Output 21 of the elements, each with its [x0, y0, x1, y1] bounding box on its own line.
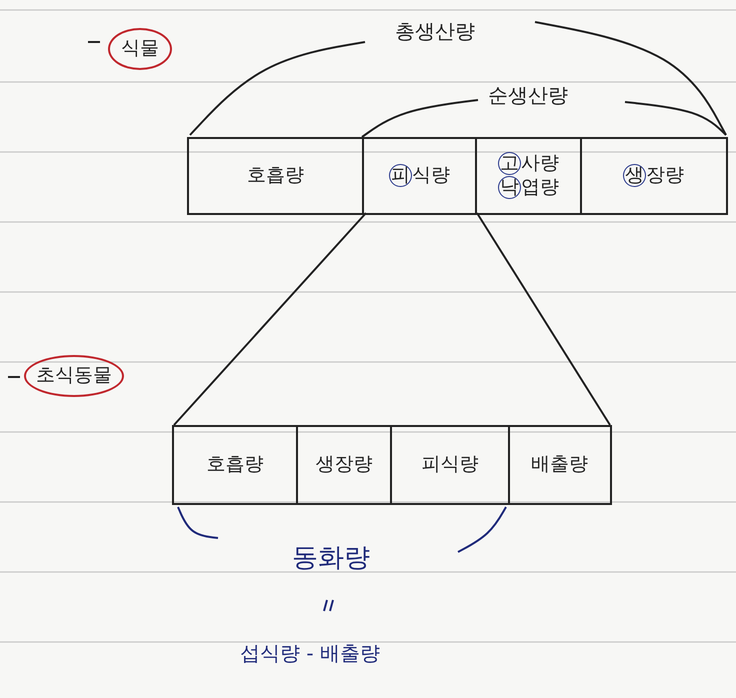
cell-label: 피식량 — [422, 453, 478, 477]
heading-text: 초식동물 — [36, 364, 112, 388]
projection-line — [173, 212, 367, 426]
bracket-label: 총생산량 — [395, 18, 475, 45]
projection-line — [476, 212, 611, 426]
cell-label: 호흡량 — [247, 164, 304, 188]
bracket-label: 순생산량 — [488, 82, 568, 109]
cell-label: 생장량 — [623, 164, 684, 188]
energy-bar — [187, 137, 728, 215]
circled-heading — [24, 355, 124, 397]
cell-label: 생장량 — [316, 453, 372, 477]
cell-label: 호흡량 — [206, 453, 264, 477]
energy-bar — [172, 425, 612, 505]
cell-label: 피식량 — [389, 164, 450, 188]
cell-label: 배출량 — [531, 453, 588, 477]
cell-label: 고사량 — [498, 152, 559, 176]
equation-text: 섭식량 - 배출량 — [240, 640, 380, 667]
circled-heading — [108, 28, 172, 70]
cell-label: 낙엽량 — [498, 176, 559, 200]
heading-text: 식물 — [121, 37, 159, 61]
bracket-label: 동화량 — [292, 542, 370, 575]
